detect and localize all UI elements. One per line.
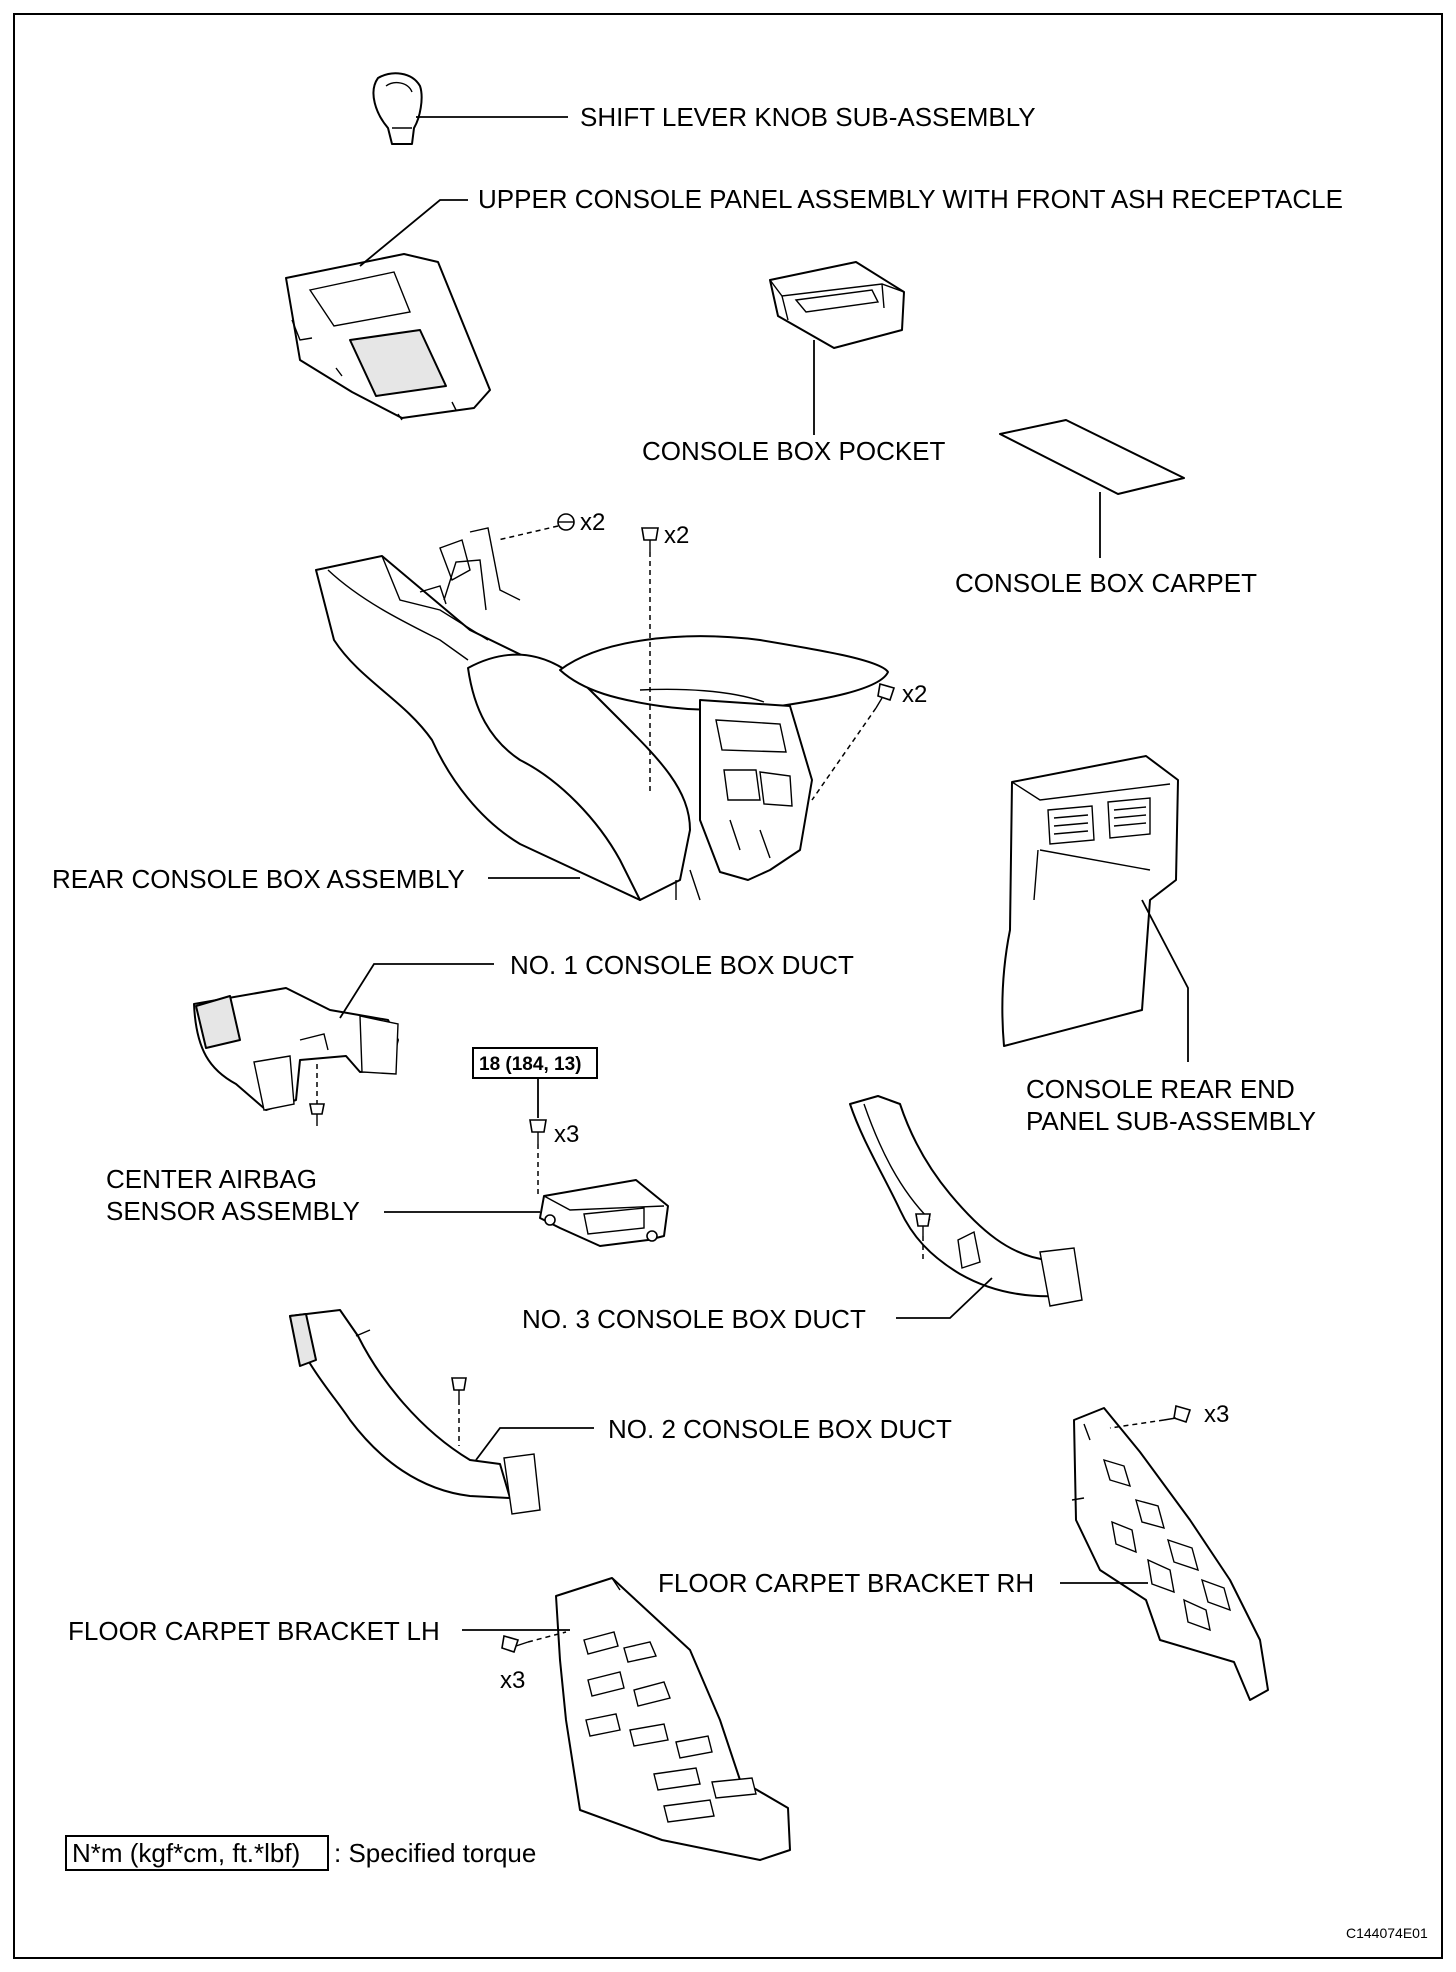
no1-console-box-duct-illustration <box>193 987 399 1111</box>
legend-description: : Specified torque <box>334 1838 536 1868</box>
no2-duct-leader <box>475 1427 594 1461</box>
clip-icon <box>557 513 575 531</box>
floor-carpet-bracket-lh-illustration <box>555 1577 791 1861</box>
console-rear-end-panel-leader <box>1141 899 1189 1062</box>
legend-unit-box <box>65 1835 329 1871</box>
screw-icon <box>1163 1404 1192 1424</box>
shift-lever-knob-illustration <box>372 72 423 145</box>
screw-icon <box>915 1213 931 1236</box>
bolt-icon <box>529 1119 547 1144</box>
screw-icon <box>641 527 659 552</box>
no2-console-box-duct-illustration <box>289 1309 541 1515</box>
center-airbag-label-line1: CENTER AIRBAG <box>106 1164 317 1194</box>
torque-spec-value: 18 (184, 13) <box>479 1054 581 1075</box>
clip-rear-console-qty: x2 <box>580 509 605 536</box>
bracket-lh-dashed-line <box>527 1631 567 1643</box>
torque-spec-box <box>472 1047 598 1079</box>
center-airbag-sensor-illustration <box>539 1179 669 1247</box>
console-rear-end-panel-illustration <box>1001 755 1179 1047</box>
diagram-frame <box>13 13 1443 1959</box>
floor-bracket-rh-label: FLOOR CARPET BRACKET RH <box>658 1568 1034 1598</box>
clip-dashed-line <box>497 525 559 541</box>
console-box-carpet-illustration <box>999 419 1185 495</box>
rear-console-box-illustration <box>315 527 889 901</box>
console-rear-end-panel-label-line2: PANEL SUB-ASSEMBLY <box>1026 1106 1316 1136</box>
center-airbag-label-line2: SENSOR ASSEMBLY <box>106 1196 360 1226</box>
figure-code: C144074E01 <box>1346 1925 1428 1941</box>
no3-console-box-duct-illustration <box>849 1095 1083 1307</box>
screw-side-dashed-line <box>811 707 877 801</box>
upper-console-panel-leader <box>359 199 468 267</box>
legend-unit-text: N*m (kgf*cm, ft.*lbf) <box>72 1838 300 1868</box>
no1-console-box-duct-label: NO. 1 CONSOLE BOX DUCT <box>510 950 854 980</box>
upper-console-panel-label: UPPER CONSOLE PANEL ASSEMBLY WITH FRONT … <box>478 184 1343 214</box>
no3-console-box-duct-label: NO. 3 CONSOLE BOX DUCT <box>522 1304 866 1334</box>
bracket-rh-dashed-line <box>1109 1419 1165 1429</box>
console-rear-end-panel-label-line1: CONSOLE REAR END <box>1026 1074 1295 1104</box>
screw-rear-console-top-qty: x2 <box>664 522 689 549</box>
upper-console-panel-illustration <box>285 253 491 421</box>
no2-console-box-duct-label: NO. 2 CONSOLE BOX DUCT <box>608 1414 952 1444</box>
screw-icon <box>875 682 896 709</box>
screw-icon <box>501 1634 529 1654</box>
airbag-bolts-qty: x3 <box>554 1121 579 1148</box>
no3-duct-leader <box>896 1277 993 1319</box>
screw-icon <box>451 1377 467 1400</box>
screw-icon <box>309 1103 325 1126</box>
bracket-lh-screws-qty: x3 <box>500 1667 525 1694</box>
no1-duct-leader <box>339 963 494 1019</box>
screw-rear-console-side-qty: x2 <box>902 681 927 708</box>
console-box-carpet-label: CONSOLE BOX CARPET <box>955 568 1257 598</box>
console-box-pocket-label: CONSOLE BOX POCKET <box>642 436 946 466</box>
console-box-pocket-illustration <box>769 261 905 349</box>
rear-console-box-label: REAR CONSOLE BOX ASSEMBLY <box>52 864 465 894</box>
bracket-rh-screws-qty: x3 <box>1204 1401 1229 1428</box>
floor-bracket-lh-label: FLOOR CARPET BRACKET LH <box>68 1616 440 1646</box>
floor-carpet-bracket-rh-illustration <box>1071 1407 1269 1701</box>
shift-lever-knob-label: SHIFT LEVER KNOB SUB-ASSEMBLY <box>580 102 1036 132</box>
